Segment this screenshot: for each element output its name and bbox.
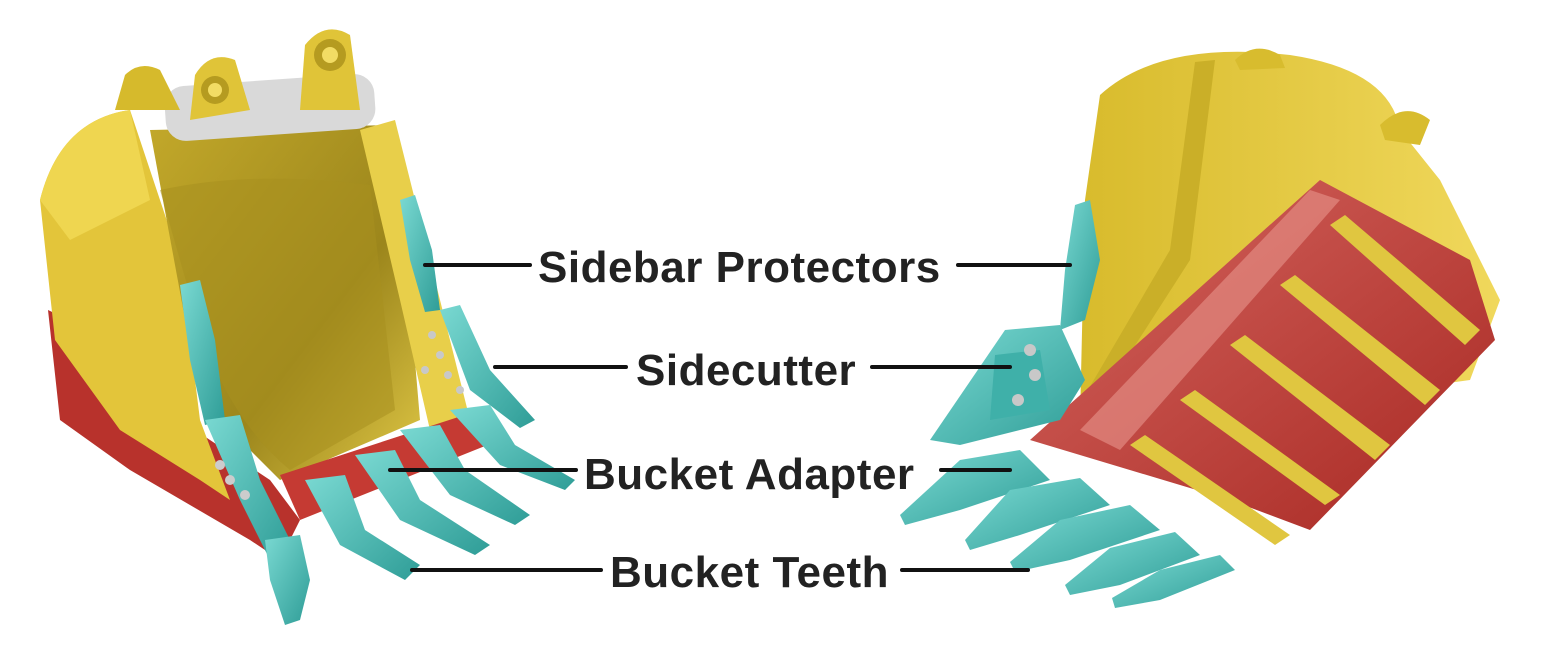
left-bucket bbox=[40, 29, 575, 625]
leader-lines bbox=[388, 263, 1072, 572]
right-bucket-teeth bbox=[900, 450, 1235, 608]
right-sidebar-protector bbox=[400, 195, 440, 312]
left-sidecutter bbox=[440, 305, 535, 428]
right-bucket bbox=[900, 48, 1500, 608]
left-bucket-lugs bbox=[115, 29, 360, 120]
right-sidebar-protector bbox=[1060, 200, 1100, 330]
label-sidebar-protectors: Sidebar Protectors bbox=[538, 243, 941, 292]
label-sidecutter: Sidecutter bbox=[636, 346, 857, 395]
label-bucket-adapter: Bucket Adapter bbox=[584, 450, 915, 499]
left-sidebar-protector bbox=[180, 280, 225, 425]
label-bucket-teeth: Bucket Teeth bbox=[610, 548, 890, 597]
left-sidecutter-bottom bbox=[205, 415, 290, 560]
right-bucket-wear-strips bbox=[1130, 215, 1480, 545]
